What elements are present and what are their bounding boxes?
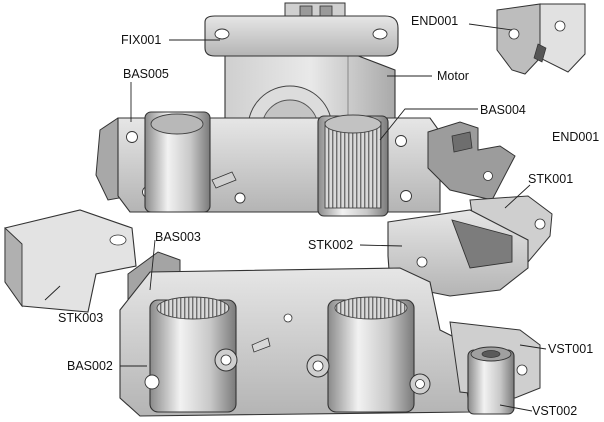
fix001-bracket [204, 15, 399, 57]
bas002-part [119, 267, 471, 417]
label-fix001: FIX001 [121, 33, 162, 47]
label-stk001: STK001 [528, 172, 574, 186]
stk003-part [4, 209, 137, 313]
label-vst001: VST001 [548, 342, 594, 356]
leader-stk003 [44, 285, 61, 301]
label-stk002: STK002 [308, 238, 354, 252]
leader-stk002 [359, 244, 403, 247]
end001-right-part [427, 121, 516, 201]
leader-end001-top [468, 23, 513, 31]
leader-bas004 [379, 108, 478, 141]
label-vst002: VST002 [532, 404, 578, 418]
label-bas003: BAS003 [155, 230, 201, 244]
label-end001-right: END001 [552, 130, 600, 144]
end001-top-part [496, 3, 586, 75]
leader-vst002 [499, 404, 533, 412]
leader-stk001 [504, 184, 531, 209]
label-motor: Motor [437, 69, 469, 83]
bas004-part [317, 114, 412, 217]
leader-vst001 [519, 344, 547, 350]
leader-bas003 [149, 239, 156, 291]
label-stk003: STK003 [58, 311, 104, 325]
stk002-part [387, 209, 529, 297]
label-bas004: BAS004 [480, 103, 526, 117]
label-bas005: BAS005 [123, 67, 169, 81]
vst002-part [467, 346, 515, 415]
leader-lines [44, 23, 547, 412]
label-bas002: BAS002 [67, 359, 113, 373]
label-end001-top: END001 [411, 14, 459, 28]
